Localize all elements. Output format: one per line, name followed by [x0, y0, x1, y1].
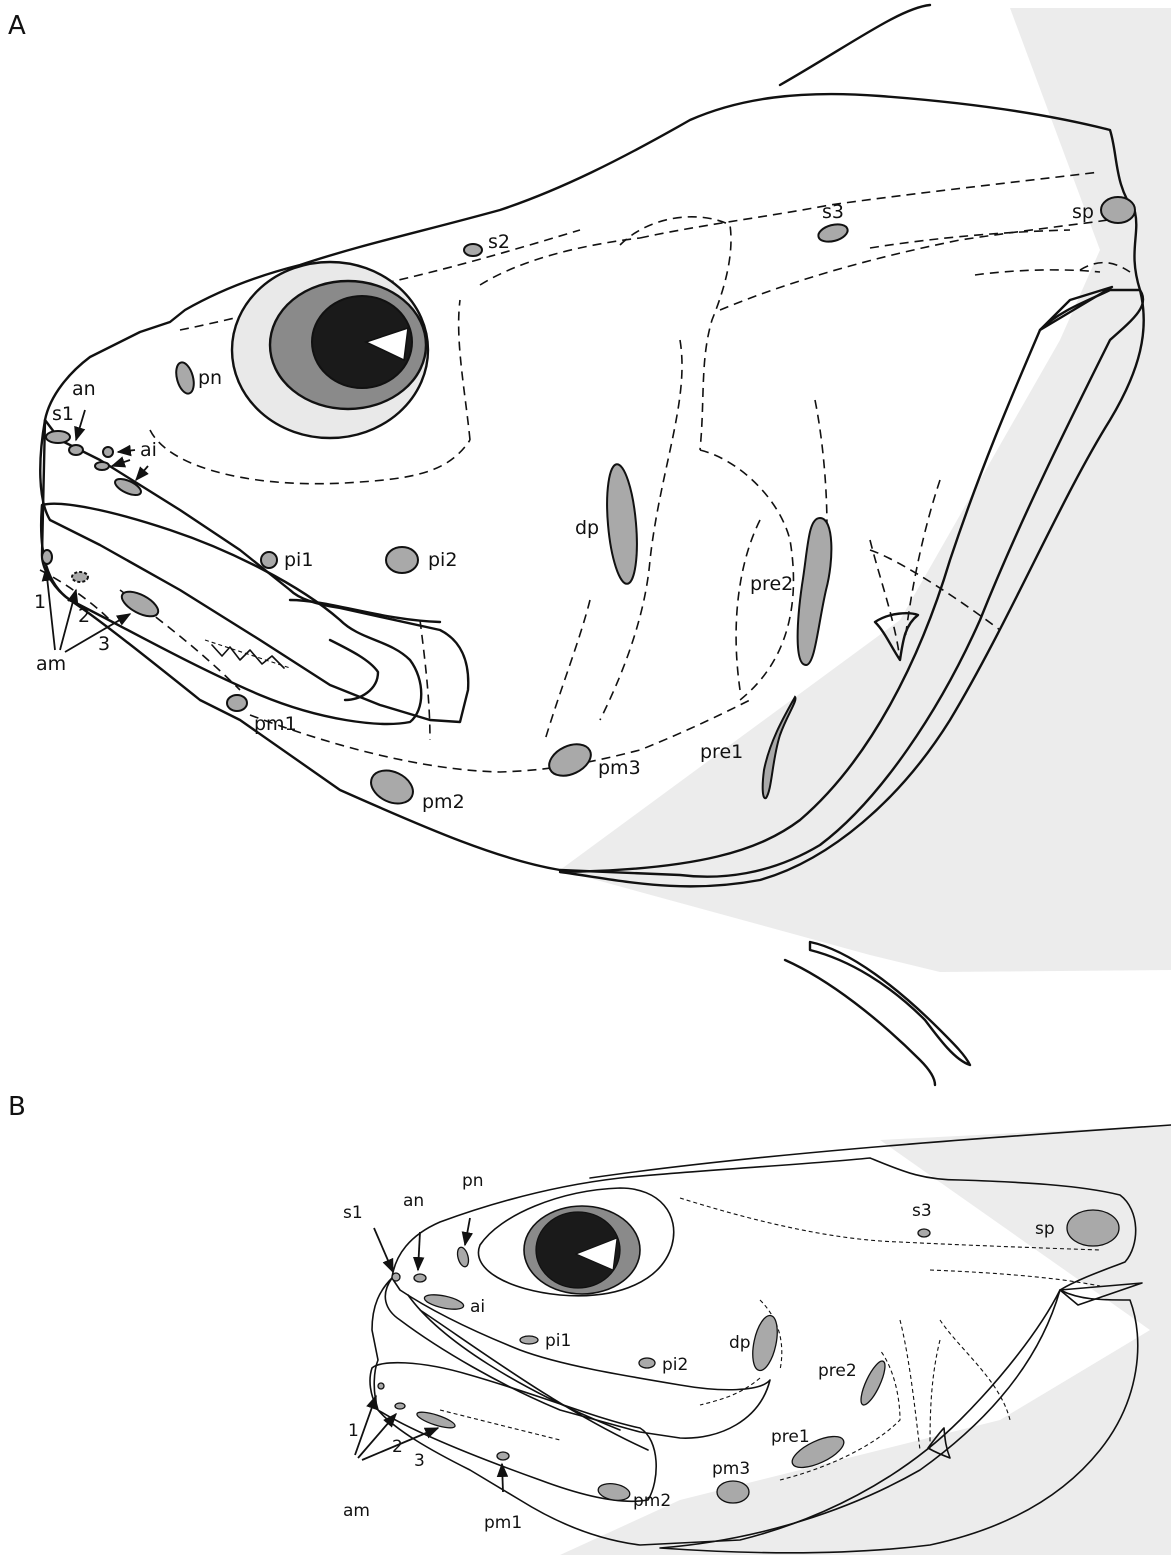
pore-b-pm2 [597, 1481, 631, 1502]
label-b-an: an [403, 1191, 424, 1211]
pore-dp [603, 463, 641, 585]
pore-ai-3 [113, 476, 143, 499]
label-b-am-1: 1 [348, 1421, 359, 1441]
panel-a: A [8, 5, 1171, 1085]
pore-am1 [42, 550, 52, 564]
pore-b-am2 [395, 1403, 405, 1409]
pore-b-sp [1067, 1210, 1119, 1246]
pore-pi2 [386, 547, 418, 573]
panel-b-letter: B [8, 1092, 26, 1122]
pore-b-s1 [392, 1273, 400, 1281]
panel-a-letter: A [8, 11, 26, 41]
eye-b [478, 1188, 673, 1296]
label-pre1: pre1 [700, 741, 743, 763]
label-b-sp: sp [1035, 1219, 1055, 1239]
pore-ai-1 [103, 447, 113, 457]
label-b-s1: s1 [343, 1203, 363, 1223]
label-ai: ai [140, 439, 157, 461]
label-pm3: pm3 [598, 757, 641, 779]
label-b-s3: s3 [912, 1201, 932, 1221]
label-an: an [72, 378, 96, 400]
label-b-pi2: pi2 [662, 1355, 688, 1375]
eye [232, 262, 428, 438]
label-b-am: am [343, 1501, 370, 1521]
label-am-3: 3 [98, 633, 110, 655]
pore-b-pre2 [857, 1358, 890, 1407]
pore-b-pi1 [520, 1336, 538, 1344]
maxilla-fold [290, 600, 440, 700]
label-b-pre2: pre2 [818, 1361, 857, 1381]
pore-b-pm1 [497, 1452, 509, 1460]
pore-b-pi2 [639, 1358, 655, 1368]
pore-s2 [464, 244, 482, 256]
pore-b-dp [748, 1313, 781, 1372]
pore-s3 [816, 221, 849, 244]
pore-pi1 [261, 552, 277, 568]
pore-ai-2 [95, 462, 109, 470]
pore-s1 [46, 431, 70, 443]
label-b-pn: pn [462, 1171, 484, 1191]
label-pre2: pre2 [750, 573, 793, 595]
label-b-pi1: pi1 [545, 1331, 571, 1351]
label-pn: pn [198, 367, 222, 389]
label-pm2: pm2 [422, 791, 465, 813]
pore-pm2 [366, 764, 419, 810]
pore-an [69, 445, 83, 455]
label-pi2: pi2 [428, 549, 457, 571]
background-skin [560, 8, 1171, 972]
label-b-dp: dp [729, 1333, 751, 1353]
label-s2: s2 [488, 231, 510, 253]
label-am-2: 2 [78, 605, 90, 627]
lower-jaw-b [370, 1363, 656, 1502]
pore-b-s3 [918, 1229, 930, 1237]
pore-b-ai [423, 1292, 465, 1312]
label-sp: sp [1072, 201, 1094, 223]
label-pm1: pm1 [254, 713, 297, 735]
jaw-teeth [205, 640, 290, 668]
pectoral-fin-ray [785, 960, 935, 1085]
pore-pm1 [227, 695, 247, 711]
pore-pre2 [798, 518, 832, 665]
pore-b-pn [456, 1246, 471, 1268]
pore-pn [173, 360, 197, 395]
label-b-pm3: pm3 [712, 1459, 750, 1479]
label-s3: s3 [822, 201, 844, 223]
pore-sp [1101, 197, 1135, 223]
pore-b-an [414, 1274, 426, 1282]
pore-b-pm3 [717, 1481, 749, 1503]
label-b-pm1: pm1 [484, 1513, 522, 1533]
label-b-pm2: pm2 [633, 1491, 671, 1511]
label-b-ai: ai [470, 1297, 485, 1317]
arrows-a [46, 410, 148, 652]
label-b-am-3: 3 [414, 1451, 425, 1471]
label-pi1: pi1 [284, 549, 313, 571]
label-dp: dp [575, 517, 599, 539]
label-b-pre1: pre1 [771, 1427, 810, 1447]
pore-pm3 [544, 738, 596, 782]
back-contour [780, 5, 930, 85]
label-b-am-2: 2 [392, 1437, 403, 1457]
panel-b: B [8, 1092, 1171, 1555]
label-s1: s1 [52, 403, 74, 425]
label-am-1: 1 [34, 591, 46, 613]
pore-b-am1 [378, 1383, 384, 1389]
pore-am2 [72, 572, 88, 582]
label-am: am [36, 653, 66, 675]
